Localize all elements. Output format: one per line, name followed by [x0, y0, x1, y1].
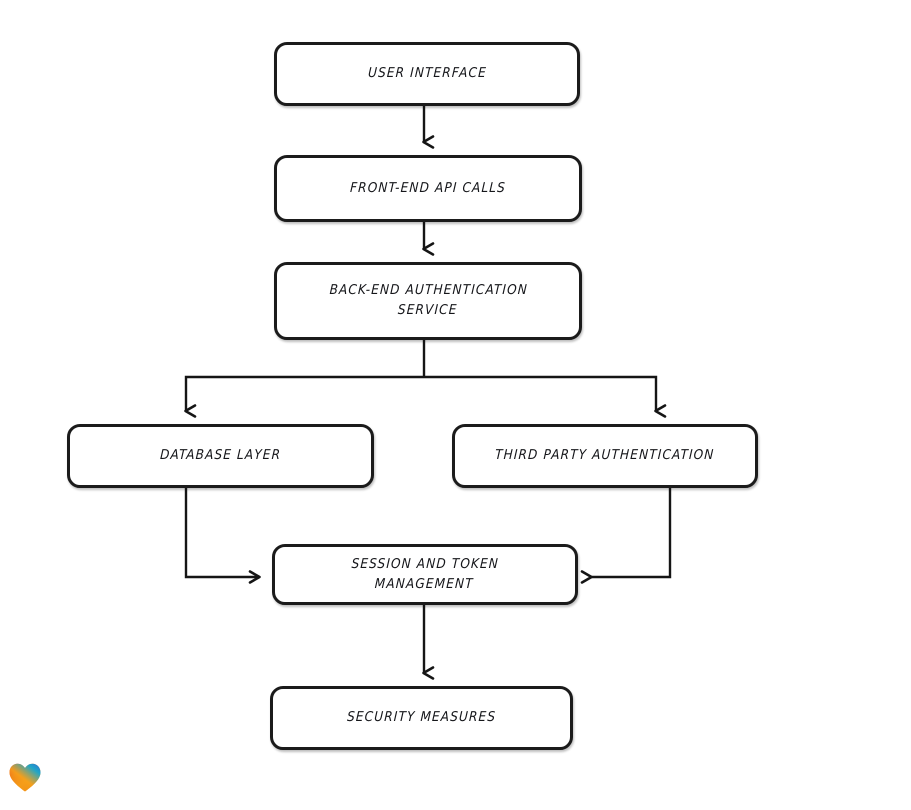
node-front-end-api-calls[interactable]: FRONT-END API CALLS [274, 155, 582, 222]
edge-thirdparty-to-session [580, 488, 672, 584]
node-label: FRONT-END API CALLS [349, 179, 507, 196]
node-back-end-authentication-service[interactable]: BACK-END AUTHENTICATION SERVICE [274, 262, 582, 340]
edge-backend-to-thirdparty [424, 375, 667, 418]
node-label: BACK-END AUTHENTICATION SERVICE [328, 282, 529, 318]
node-label: USER INTERFACE [367, 65, 487, 82]
node-label: THIRD PARTY AUTHENTICATION [494, 447, 716, 464]
node-user-interface[interactable]: USER INTERFACE [274, 42, 580, 106]
edge-database-to-session [184, 488, 261, 584]
node-label: SECURITY MEASURES [346, 709, 497, 726]
node-session-and-token-management[interactable]: SESSION AND TOKEN MANAGEMENT [272, 544, 578, 605]
node-label: SESSION AND TOKEN MANAGEMENT [351, 555, 500, 592]
node-database-layer[interactable]: DATABASE LAYER [67, 424, 374, 488]
node-third-party-authentication[interactable]: THIRD PARTY AUTHENTICATION [452, 424, 758, 488]
node-label: DATABASE LAYER [159, 447, 282, 464]
edge-backend-to-database [184, 375, 424, 418]
node-security-measures[interactable]: SECURITY MEASURES [270, 686, 573, 750]
heart-icon [9, 763, 41, 792]
